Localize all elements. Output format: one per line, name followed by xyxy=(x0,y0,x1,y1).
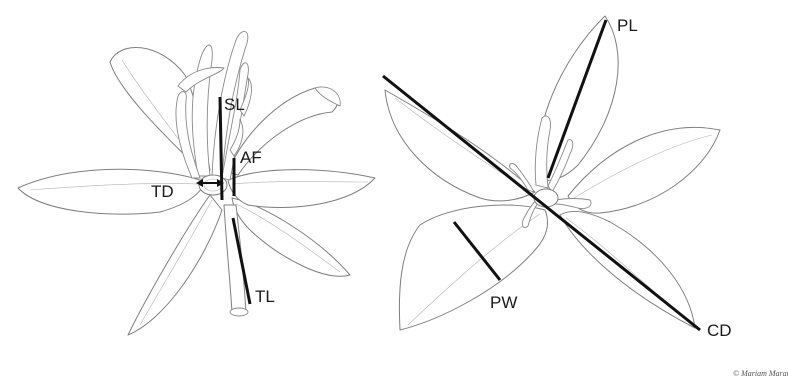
label-pw: PW xyxy=(490,293,517,312)
label-pl: PL xyxy=(617,16,638,35)
right-flower-drawing xyxy=(385,16,720,330)
label-td: TD xyxy=(151,182,174,201)
left-flower-petal-right xyxy=(228,170,375,208)
label-cd: CD xyxy=(707,321,732,340)
label-sl: SL xyxy=(224,95,245,114)
left-flower-petal-left xyxy=(18,169,205,214)
image-credit: © Mariam Marana xyxy=(733,369,788,378)
label-tl: TL xyxy=(255,287,275,306)
left-flower-stamens xyxy=(192,45,212,176)
label-af: AF xyxy=(240,148,262,167)
